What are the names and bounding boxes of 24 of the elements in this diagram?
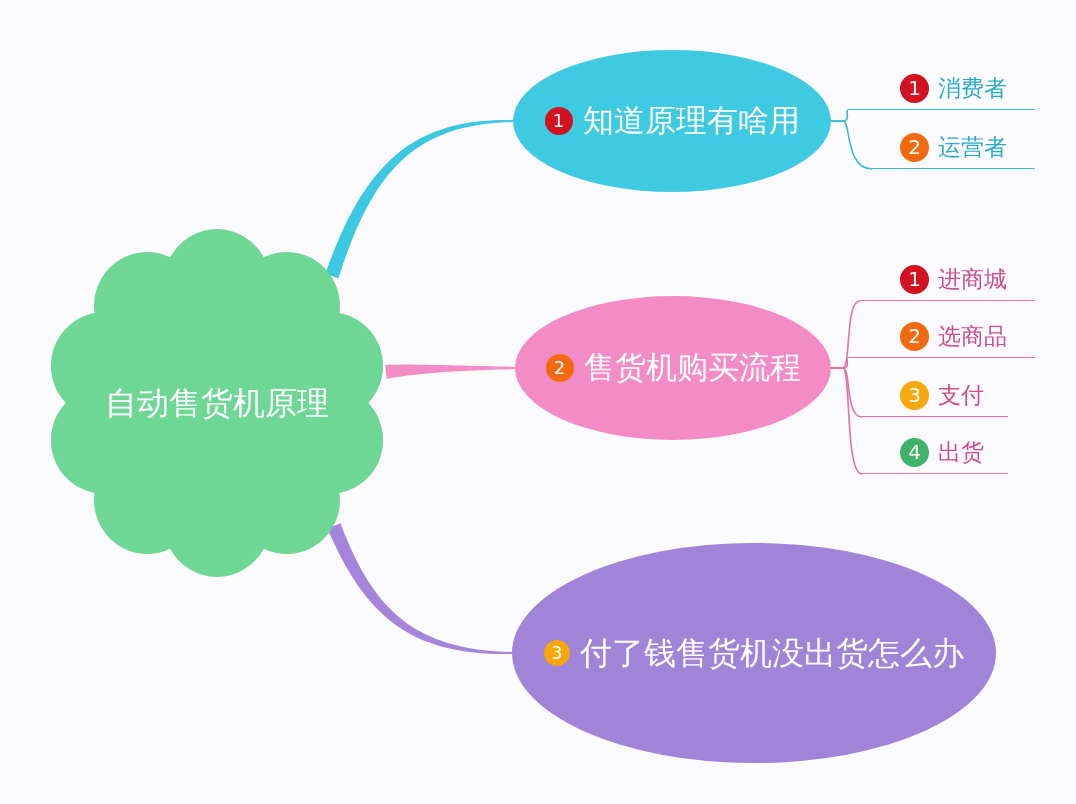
- branch-title: 付了钱售货机没出货怎么办: [580, 634, 964, 672]
- number-badge: 3: [900, 380, 929, 410]
- number-badge: 2: [545, 354, 574, 382]
- branch-line: [327, 523, 512, 655]
- number-badge: 1: [544, 107, 573, 135]
- subtopic-label: 出货: [938, 438, 984, 466]
- number-badge: 2: [900, 321, 929, 351]
- number-badge: 2: [900, 132, 929, 162]
- subtopic-label: 进商城: [938, 265, 1007, 293]
- branch-title: 知道原理有啥用: [582, 103, 800, 139]
- subtopic-label: 运营者: [938, 133, 1007, 161]
- subtopic-label: 支付: [938, 381, 984, 409]
- number-badge: 4: [900, 437, 929, 467]
- branch-line: [385, 364, 515, 379]
- topic-title: 自动售货机原理: [105, 384, 329, 422]
- subtopic-label: 消费者: [938, 74, 1007, 102]
- number-badge: 1: [900, 73, 929, 103]
- connector-line: [830, 120, 873, 170]
- subtopic-label: 选商品: [938, 322, 1007, 350]
- number-badge: 1: [900, 264, 929, 294]
- branch-title: 售货机购买流程: [583, 350, 801, 386]
- connector-line: [830, 367, 863, 475]
- branch-line: [325, 119, 513, 279]
- number-badge: 3: [544, 640, 570, 666]
